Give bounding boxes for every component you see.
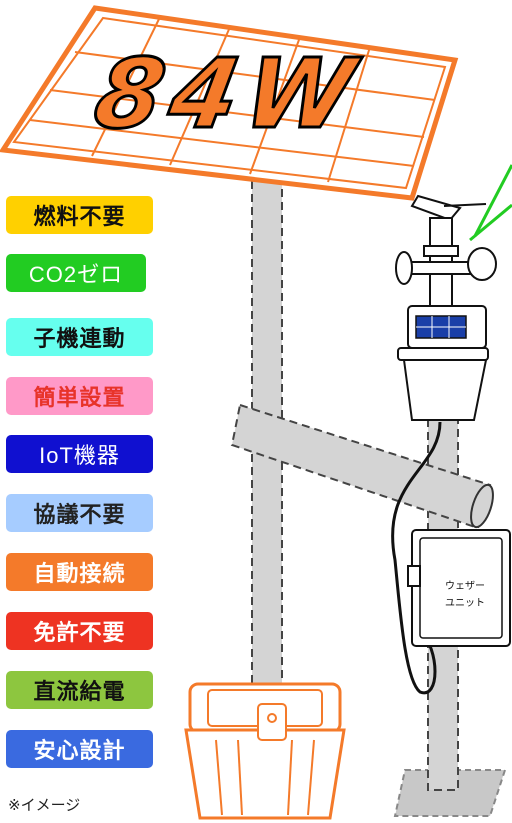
weather-unit-label-line2: ユニット <box>445 598 485 609</box>
feature-tag-fuel: 燃料不要 <box>6 196 153 234</box>
feature-tag-easy-install: 簡単設置 <box>6 377 153 415</box>
anemometer <box>395 194 497 307</box>
sensor-body <box>397 305 489 421</box>
battery-case <box>184 682 346 820</box>
cable <box>391 421 442 695</box>
ground-pad <box>393 769 507 817</box>
cross-bar <box>230 403 492 530</box>
feature-tag-no-consultation: 協議不要 <box>6 494 153 532</box>
signal-lines <box>469 164 512 242</box>
feature-tag-no-license: 免許不要 <box>6 612 153 650</box>
feature-tag-safe-design: 安心設計 <box>6 730 153 768</box>
panel-wattage: 84W <box>85 37 371 152</box>
weather-unit-label-line1: ウェザー <box>445 581 485 592</box>
weather-unit-box <box>407 529 511 647</box>
weather-unit-label: ウェザー ユニット <box>430 578 500 612</box>
feature-tag-co2: CO2ゼロ <box>6 254 146 292</box>
solar-panel <box>0 5 459 201</box>
cross-bar-end <box>470 483 494 529</box>
feature-tag-iot: IoT機器 <box>6 435 153 473</box>
image-note: ※イメージ <box>8 796 81 814</box>
feature-tag-linked: 子機連動 <box>6 318 153 356</box>
feature-tag-auto-connect: 自動接続 <box>6 553 153 591</box>
feature-tag-dc-power: 直流給電 <box>6 671 153 709</box>
